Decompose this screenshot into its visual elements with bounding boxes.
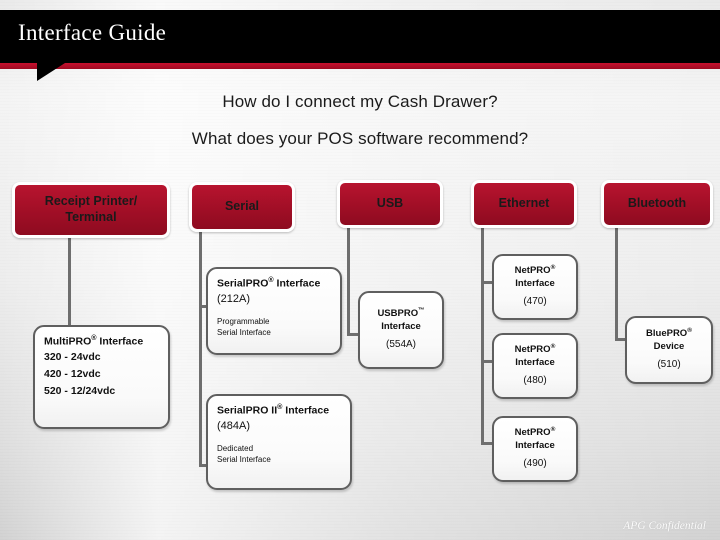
node-box-netpro-470[interactable]: NetPRO® Interface (470) (492, 254, 578, 320)
category-label-line1: Receipt Printer/ (44, 194, 138, 209)
connector-ethernet-elbow-2 (481, 360, 495, 363)
node-heading-usbpro-2: Interface (381, 320, 421, 332)
node-heading-netpro-480-2: Interface (515, 356, 555, 368)
node-heading-tail: Interface (96, 335, 144, 348)
node-box-bluepro[interactable]: BluePRO® Device (510) (625, 316, 713, 384)
node-sub-serialpro-ii-2: Serial Interface (217, 454, 271, 464)
header-pointer-triangle (37, 63, 65, 81)
registered-mark-icon: ® (91, 334, 97, 342)
node-heading-serialpro-ii: SerialPRO II® Interface (217, 403, 341, 418)
category-box-receipt-printer-terminal[interactable]: Receipt Printer/ Terminal (12, 182, 170, 238)
registered-mark-icon: ® (277, 403, 283, 411)
node-box-serialpro-ii[interactable]: SerialPRO II® Interface (484A) Dedicated… (206, 394, 352, 490)
node-code-netpro-480: (480) (523, 375, 547, 387)
node-code-usbpro: (554A) (385, 339, 416, 351)
category-box-serial[interactable]: Serial (189, 182, 295, 232)
connector-ethernet-vertical (481, 228, 484, 445)
category-label-line2: Terminal (65, 210, 117, 224)
connector-ethernet-elbow-3 (481, 442, 495, 445)
question-line-1: How do I connect my Cash Drawer? (222, 92, 498, 111)
node-heading-tail: Interface (282, 404, 330, 417)
category-label-serial: Serial (224, 199, 260, 214)
category-box-bluetooth[interactable]: Bluetooth (601, 180, 713, 228)
node-heading-netpro-470-2: Interface (515, 277, 555, 289)
connector-ethernet-elbow-1 (481, 281, 495, 284)
node-box-serialpro[interactable]: SerialPRO® Interface (212A) Programmable… (206, 267, 342, 355)
node-sub-serialpro-2: Serial Interface (217, 327, 271, 337)
node-spacer (217, 435, 341, 444)
node-heading-serialpro: SerialPRO® Interface (217, 276, 331, 291)
category-box-usb[interactable]: USB (337, 180, 443, 228)
connector-usb-elbow (347, 333, 364, 336)
node-sub-serialpro-1: Programmable (217, 317, 270, 327)
registered-mark-icon: ® (268, 276, 274, 284)
registered-mark-icon: ® (550, 264, 556, 272)
category-box-ethernet[interactable]: Ethernet (471, 180, 577, 228)
node-line-multipro-520: 520 - 12/24vdc (44, 385, 116, 398)
confidentiality-footer: APG Confidential (623, 520, 706, 532)
category-label-receipt-printer-terminal: Receipt Printer/ Terminal (45, 194, 137, 225)
node-heading-netpro-490: NetPRO® (515, 426, 556, 440)
registered-mark-icon: ® (550, 343, 556, 351)
node-heading-text: NetPRO (514, 427, 551, 439)
node-heading-usbpro: USBPRO™ (377, 307, 424, 321)
node-line-multipro-320: 320 - 24vdc (44, 351, 101, 364)
node-heading-text: BluePRO (646, 328, 688, 340)
category-label-usb: USB (376, 196, 404, 211)
connector-receipt-vertical (68, 238, 71, 370)
node-sub-serialpro-ii-1: Dedicated (217, 444, 254, 454)
node-heading-netpro-470: NetPRO® (515, 264, 556, 278)
node-box-netpro-480[interactable]: NetPRO® Interface (480) (492, 333, 578, 399)
registered-mark-icon: ® (550, 426, 556, 434)
node-spacer (217, 308, 331, 317)
node-heading-bluepro-2: Device (653, 340, 685, 352)
node-code-bluepro: (510) (657, 359, 681, 371)
node-code-serialpro: (212A) (217, 293, 251, 306)
node-heading-text: NetPRO (514, 265, 551, 277)
connector-bluetooth-vertical (615, 228, 618, 341)
node-heading-netpro-480: NetPRO® (515, 343, 556, 357)
trademark-mark-icon: ™ (418, 307, 425, 315)
node-heading-text: SerialPRO II (217, 404, 278, 417)
node-heading-text: MultiPRO (44, 335, 92, 348)
node-line-multipro-420: 420 - 12vdc (44, 368, 101, 381)
node-heading-netpro-490-2: Interface (515, 439, 555, 451)
registered-mark-icon: ® (687, 327, 692, 335)
header-bar (0, 10, 720, 63)
page-title: Interface Guide (18, 20, 167, 45)
connector-bluetooth-elbow (615, 338, 628, 341)
node-code-netpro-490: (490) (523, 458, 547, 470)
connector-usb-vertical (347, 228, 350, 336)
question-line-2: What does your POS software recommend? (191, 129, 529, 148)
node-heading-text: SerialPRO (217, 277, 269, 290)
node-heading-bluepro: BluePRO® (646, 327, 692, 341)
node-heading-multipro: MultiPRO® Interface (44, 334, 159, 349)
node-code-serialpro-ii: (484A) (217, 420, 251, 433)
category-label-bluetooth: Bluetooth (627, 196, 687, 211)
node-code-netpro-470: (470) (523, 296, 547, 308)
node-heading-text: USBPRO (377, 308, 419, 320)
node-box-multipro[interactable]: MultiPRO® Interface 320 - 24vdc 420 - 12… (33, 325, 170, 429)
node-box-usbpro[interactable]: USBPRO™ Interface (554A) (358, 291, 444, 369)
node-heading-tail: Interface (273, 277, 321, 290)
node-heading-text: NetPRO (514, 344, 551, 356)
node-box-netpro-490[interactable]: NetPRO® Interface (490) (492, 416, 578, 482)
header-accent-rule (0, 63, 720, 69)
category-label-ethernet: Ethernet (498, 196, 550, 211)
connector-serial-vertical (199, 232, 202, 467)
